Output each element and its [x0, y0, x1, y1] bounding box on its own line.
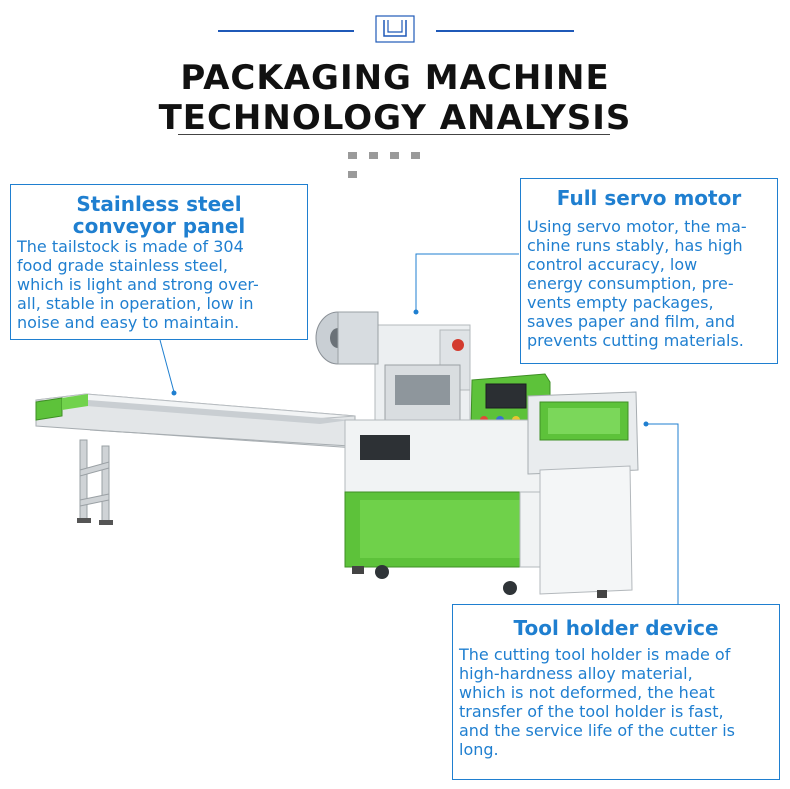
callout-servo-title: Full servo motor	[556, 186, 742, 210]
callout-conveyor-title: Stainless steel conveyor panel	[11, 185, 307, 237]
callout-servo-line: prevents cutting materials.	[527, 331, 744, 350]
callout-conveyor-line: noise and easy to maintain.	[17, 313, 240, 332]
callout-tool-line: and the service life of the cutter is	[459, 721, 736, 740]
callout-conveyor-title-line2: conveyor panel	[72, 214, 246, 238]
header-line-left	[218, 30, 354, 32]
header-line-right	[436, 30, 574, 32]
callout-conveyor-title-line1: Stainless steel	[76, 192, 242, 216]
page-title-line1: PACKAGING MACHINE	[180, 58, 610, 98]
callout-conveyor-panel: Stainless steel conveyor panel The tails…	[10, 184, 308, 340]
title-underline	[178, 134, 610, 135]
title-dots	[348, 144, 444, 178]
callout-conveyor-line: which is light and strong over-	[17, 275, 259, 294]
callout-servo-line: saves paper and film, and	[527, 312, 736, 331]
callout-tool-text: The cutting tool holder is made of high-…	[453, 645, 779, 759]
callout-tool-line: which is not deformed, the heat	[459, 683, 715, 702]
callout-servo-line: chine runs stably, has high	[527, 236, 743, 255]
page-title-line2: TECHNOLOGY ANALYSIS	[158, 98, 632, 138]
callout-tool-line: transfer of the tool holder is fast,	[459, 702, 724, 721]
callout-conveyor-line: The tailstock is made of 304	[17, 237, 244, 256]
callout-tool-line: high-hardness alloy material,	[459, 664, 693, 683]
callout-conveyor-line: food grade stainless steel,	[17, 256, 228, 275]
callout-tool-line: long.	[459, 740, 499, 759]
callout-servo-line: control accuracy, low	[527, 255, 698, 274]
callout-conveyor-line: all, stable in operation, low in	[17, 294, 254, 313]
callout-tool-line: The cutting tool holder is made of	[459, 645, 731, 664]
callout-servo-text: Using servo motor, the ma- chine runs st…	[521, 217, 777, 350]
callout-servo-motor: Full servo motor Using servo motor, the …	[520, 178, 778, 364]
callout-tool-title: Tool holder device	[513, 616, 719, 640]
callout-conveyor-text: The tailstock is made of 304 food grade …	[11, 237, 307, 332]
title-frame-icon	[375, 15, 415, 43]
callout-servo-line: vents empty packages,	[527, 293, 714, 312]
callout-servo-line: energy consumption, pre-	[527, 274, 734, 293]
callout-tool-holder: Tool holder device The cutting tool hold…	[452, 604, 780, 780]
callout-servo-line: Using servo motor, the ma-	[527, 217, 747, 236]
